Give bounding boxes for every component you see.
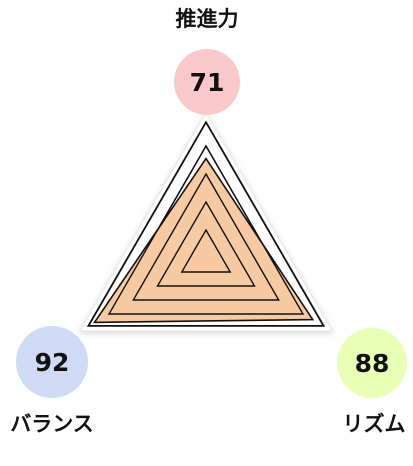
data-ring-4	[107, 144, 305, 315]
score-circle-3	[16, 326, 88, 398]
axis-3-group: バランス 92	[10, 326, 94, 436]
grid-ring-5	[86, 120, 326, 327]
data-overlay-rings	[107, 144, 305, 315]
axis-2-group: リズム 88	[337, 328, 407, 436]
score-value-1: 71	[190, 68, 225, 97]
score-value-3: 92	[35, 348, 70, 377]
data-ring-1	[180, 228, 232, 273]
axis-1-group: 推進力 71	[174, 7, 240, 115]
axis-label-1: 推進力	[176, 7, 239, 31]
data-ring-2	[156, 200, 256, 287]
score-value-2: 88	[355, 349, 390, 378]
axis-label-3: バランス	[10, 412, 94, 436]
axis-label-2: リズム	[343, 412, 406, 436]
score-circle-1	[174, 49, 240, 115]
score-circle-2	[337, 328, 407, 398]
data-ring-3	[132, 172, 280, 301]
